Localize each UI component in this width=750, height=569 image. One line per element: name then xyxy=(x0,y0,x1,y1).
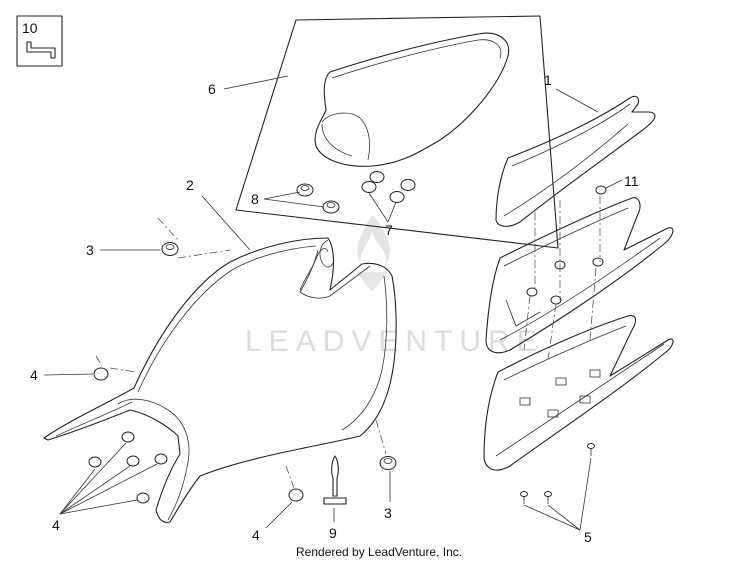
seat-grommet-d xyxy=(88,456,102,468)
hex-key-icon xyxy=(26,41,56,59)
callout-5: 5 xyxy=(584,529,592,545)
callout-6: 6 xyxy=(208,81,216,97)
callout-3b: 3 xyxy=(384,505,392,521)
callout-10: 10 xyxy=(22,20,38,36)
seat-cowl xyxy=(314,32,510,167)
callout-4c: 4 xyxy=(252,527,260,543)
middle-panel xyxy=(485,197,674,354)
seat-grommet-e xyxy=(136,492,150,504)
watermark-text: LEADVENTURE xyxy=(245,325,544,358)
grommet-7b xyxy=(361,181,377,193)
trim-panel-1 xyxy=(495,95,656,227)
grommet-7d xyxy=(389,191,405,203)
seat-part-2: 2 xyxy=(43,177,397,523)
watermark: LEADVENTURE xyxy=(245,215,544,358)
callout-11: 11 xyxy=(624,173,639,189)
callout-9: 9 xyxy=(329,525,337,541)
grommet-7a xyxy=(369,171,385,183)
callout-8: 8 xyxy=(251,191,259,207)
fasteners-left: 3 4 3 4 4 xyxy=(30,217,397,543)
tool-box-frame xyxy=(16,15,63,67)
grommet-4a xyxy=(93,367,109,381)
seat-grommet-a xyxy=(121,431,135,443)
grommet-7c xyxy=(400,179,416,191)
tool-9: 9 xyxy=(323,455,347,541)
grommet-4c xyxy=(288,488,304,502)
seat-grommet-b xyxy=(126,455,140,467)
kit-box-frame xyxy=(235,15,559,249)
callout-7: 7 xyxy=(385,222,393,238)
callout-1: 1 xyxy=(544,72,552,88)
screw-5c xyxy=(587,443,595,456)
tool-box-10: 10 xyxy=(16,15,63,67)
callout-3a: 3 xyxy=(86,242,94,258)
side-cover-assembly: 1 11 xyxy=(483,72,674,545)
screw-5b xyxy=(544,491,552,504)
callout-4a: 4 xyxy=(30,367,38,383)
seat-outline xyxy=(43,237,397,523)
grommet-11 xyxy=(595,185,607,195)
seat-kit-box: 6 8 7 xyxy=(208,15,559,249)
seat-grommet-c xyxy=(154,453,168,465)
footer-credit: Rendered by LeadVenture, Inc. xyxy=(296,545,462,559)
callout-4b: 4 xyxy=(52,517,60,533)
key-tool xyxy=(331,455,339,497)
callout-2: 2 xyxy=(186,177,194,193)
screw-5a xyxy=(520,491,528,504)
lower-panel xyxy=(483,315,674,471)
